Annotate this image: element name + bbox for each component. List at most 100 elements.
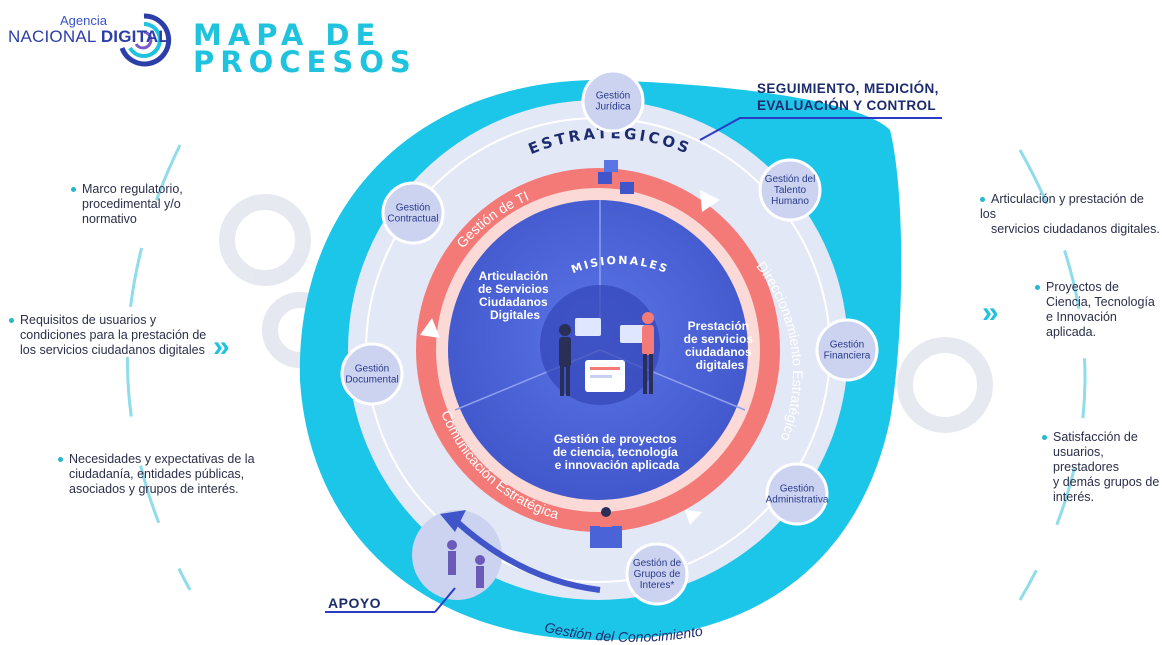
process-node-label-line: Gestión xyxy=(355,364,389,375)
process-node-label-line: Documental xyxy=(345,375,398,386)
input-1-line-3: normativo xyxy=(82,212,137,226)
logo-agencia: Agencia xyxy=(60,13,107,28)
output-2-line-2: Ciencia, Tecnología xyxy=(1046,295,1155,309)
input-3-line-3: asociados y grupos de interés. xyxy=(69,482,239,496)
logo-nacional-text: NACIONAL xyxy=(8,27,96,46)
output-1-line-1: Articulación y prestación de los xyxy=(980,192,1144,221)
output-3-line-4: interés. xyxy=(1053,490,1094,504)
seguimiento-line1: SEGUIMIENTO, MEDICIÓN, xyxy=(757,81,939,96)
input-2-line-3: los servicios ciudadanos digitales xyxy=(20,343,205,357)
page-title: MAPA DE PROCESOS xyxy=(193,18,417,79)
team-illustration xyxy=(540,285,660,405)
process-node-label-line: Gestión del xyxy=(765,174,816,185)
growth-arrowhead-icon xyxy=(440,510,466,532)
bullet-dot-icon xyxy=(1035,285,1040,291)
seguimiento-line2: EVALUACIÓN Y CONTROL xyxy=(757,98,937,113)
process-node-circle xyxy=(381,181,445,245)
output-item-1: Articulación y prestación de los servici… xyxy=(980,192,1162,237)
process-node-label-line: Gestión xyxy=(396,203,430,214)
misional-articulacion: Articulación de Servicios Ciudadanos Dig… xyxy=(478,269,552,322)
bullet-dot-icon xyxy=(980,197,985,203)
process-node-label-line: Gestión xyxy=(830,340,864,351)
bullet-dot-icon xyxy=(71,187,76,193)
title-line2: PROCESOS xyxy=(193,45,417,79)
process-node-circle xyxy=(340,342,404,406)
seguimiento-connector xyxy=(699,117,942,141)
output-3-line-1: Satisfacción de xyxy=(1053,430,1138,444)
input-1-line-2: procedimental y/o xyxy=(82,197,181,211)
input-item-2: Requisitos de usuarios y condiciones par… xyxy=(9,313,206,358)
apoyo-underline xyxy=(325,611,435,613)
process-node-circle xyxy=(758,158,822,222)
cycle-arrow-icon xyxy=(700,190,720,212)
input-item-1: Marco regulatorio, procedimental y/o nor… xyxy=(71,182,183,227)
process-node-circle xyxy=(815,318,879,382)
logo-digital-text: DIGITAL xyxy=(100,27,169,46)
input-2-line-1: Requisitos de usuarios y xyxy=(20,313,157,327)
output-item-3: Satisfacción de usuarios, prestadores y … xyxy=(1042,430,1162,505)
apoyo-label: APOYO xyxy=(328,595,382,611)
process-node-label-line: Financiera xyxy=(824,351,871,362)
input-2-line-2: condiciones para la prestación de xyxy=(20,328,207,342)
chevron-double-icon: » xyxy=(982,296,999,329)
output-3-line-3: y demás grupos de xyxy=(1053,475,1160,489)
process-node-circle xyxy=(581,69,645,133)
process-node-label-line: Contractual xyxy=(387,214,438,225)
misional-proyectos: Gestión de proyectos de ciencia, tecnolo… xyxy=(553,432,681,472)
desk-worker-icon xyxy=(590,507,622,548)
output-item-2: Proyectos de Ciencia, Tecnología e Innov… xyxy=(1035,280,1155,340)
output-2-line-3: e Innovación xyxy=(1046,310,1117,324)
input-1-line-1: Marco regulatorio, xyxy=(82,182,183,196)
input-3-line-2: ciudadanía, entidades públicas, xyxy=(69,467,245,481)
seguimiento-label: SEGUIMIENTO, MEDICIÓN, EVALUACIÓN Y CONT… xyxy=(757,80,939,114)
apoyo-connector xyxy=(434,587,456,613)
cycle-arrow-icon xyxy=(685,510,702,525)
title-line1: MAPA DE xyxy=(193,18,382,52)
output-2-line-1: Proyectos de xyxy=(1046,280,1119,294)
logo-nacional: NACIONAL DIGITAL xyxy=(8,27,169,47)
process-node-label-line: Talento xyxy=(774,185,807,196)
cycle-arrow-icon xyxy=(420,318,440,338)
output-1-line-2: servicios ciudadanos digitales. xyxy=(991,222,1160,236)
climbing-people-icon xyxy=(447,540,485,588)
misional-prestacion: Prestación de servicios ciudadanos digit… xyxy=(684,319,757,372)
output-2-line-4: aplicada. xyxy=(1046,325,1097,339)
growth-arrow-icon xyxy=(452,517,601,593)
process-node-label-line: Gestión xyxy=(780,484,814,495)
server-blocks-icon xyxy=(598,160,634,194)
process-node-label-line: Gestión xyxy=(596,91,630,102)
input-item-3: Necesidades y expectativas de la ciudada… xyxy=(58,452,255,497)
process-node-label-line: Interes* xyxy=(640,580,675,591)
process-node-label-line: Jurídica xyxy=(595,102,630,113)
process-node-circle xyxy=(765,462,829,526)
process-node-circle xyxy=(625,542,689,606)
process-node-label-line: Gestión de xyxy=(633,558,682,569)
output-arc xyxy=(1018,149,1087,601)
bullet-dot-icon xyxy=(1042,435,1047,441)
output-3-line-2: usuarios, prestadores xyxy=(1053,445,1120,474)
input-arc xyxy=(126,144,192,591)
process-node-label-line: Humano xyxy=(771,196,809,207)
chevron-double-icon: » xyxy=(213,330,230,363)
bullet-dot-icon xyxy=(58,457,63,463)
bullet-dot-icon xyxy=(9,318,14,324)
input-3-line-1: Necesidades y expectativas de la xyxy=(69,452,255,466)
logo-swirl-icon xyxy=(119,13,172,67)
process-node-label-line: Grupos de xyxy=(634,569,681,580)
